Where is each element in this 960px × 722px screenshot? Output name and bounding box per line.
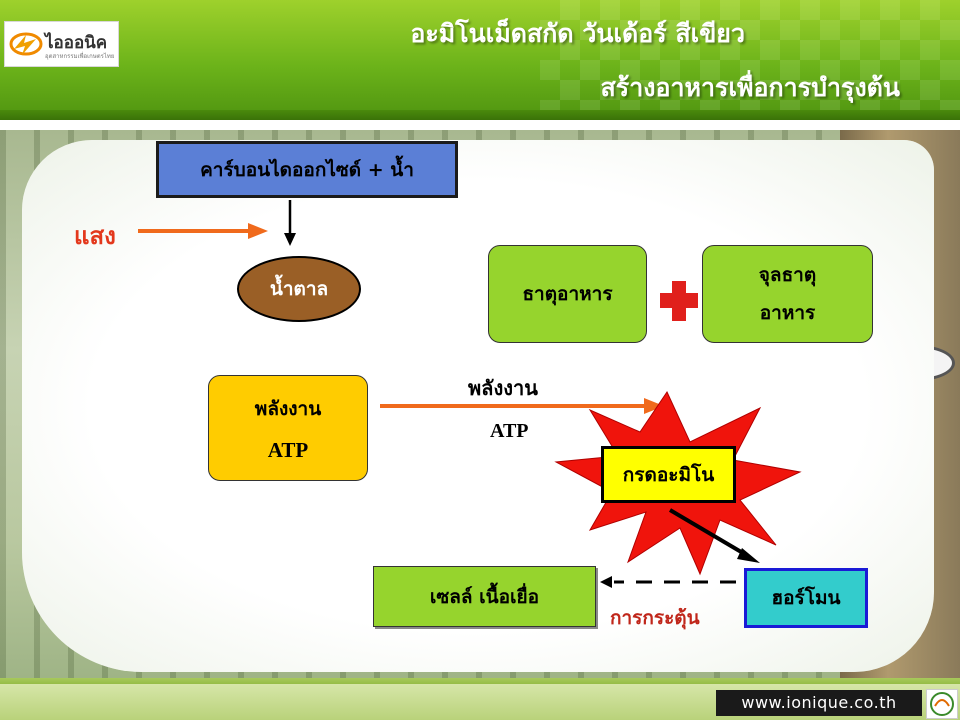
- logo-name: ไอออนิค: [45, 33, 108, 53]
- arrow-atp-label: ATP: [490, 420, 529, 442]
- hormone-label: ฮอร์โมน: [771, 587, 841, 609]
- sugar-label: น้ำตาล: [269, 278, 329, 300]
- light-arrow: [138, 223, 268, 239]
- website-url-box[interactable]: www.ionique.co.th: [716, 690, 922, 716]
- micronutrient-box: จุลธาตุ อาหาร: [702, 245, 873, 343]
- slide-title-line1: อะมิโนเม็ดสกัด วันเด้อร์ สีเขียว: [410, 19, 745, 48]
- header-pattern: [540, 0, 960, 120]
- co2-water-label: คาร์บอนไดออกไซด์ + น้ำ: [200, 158, 414, 181]
- stimulate-dashed-arrow: [600, 576, 736, 588]
- nutrient-box: ธาตุอาหาร: [488, 245, 647, 343]
- nutrient-label: ธาตุอาหาร: [522, 283, 613, 305]
- energy-atp-label: ATP: [267, 437, 309, 462]
- website-url[interactable]: www.ionique.co.th: [741, 693, 897, 712]
- footer-stripes: [0, 678, 960, 686]
- energy-atp-box: พลังงาน ATP: [208, 375, 368, 481]
- stimulate-label: การกระตุ้น: [610, 607, 700, 629]
- hormone-box: ฮอร์โมน: [744, 568, 868, 628]
- logo-swirl-icon: [9, 32, 43, 56]
- slide-title-line2: สร้างอาหารเพื่อการบำรุงต้น: [600, 73, 900, 102]
- energy-arrow: [380, 398, 664, 414]
- cell-tissue-box: เซลล์ เนื้อเยื่อ: [373, 566, 596, 627]
- energy-label: พลังงาน: [254, 397, 322, 420]
- co2-to-sugar-arrow: [284, 200, 296, 246]
- light-label: แสง: [74, 222, 116, 250]
- cell-tissue-label: เซลล์ เนื้อเยื่อ: [429, 585, 540, 608]
- arrow-energy-label: พลังงาน: [468, 376, 538, 400]
- plus-icon: [660, 281, 698, 321]
- header-banner: [0, 0, 960, 120]
- amino-to-hormone-arrow: [668, 508, 760, 563]
- header-bottom-band: [0, 110, 960, 120]
- company-logo: ไอออนิค อุตสาหกรรมเพื่อเกษตรไทย: [4, 21, 119, 67]
- micronutrient-label-line2: อาหาร: [759, 302, 816, 324]
- amino-acid-box: กรดอะมิโน: [601, 446, 736, 503]
- sugar-ellipse: น้ำตาล: [237, 256, 361, 322]
- logo-tagline: อุตสาหกรรมเพื่อเกษตรไทย: [45, 53, 115, 60]
- footer-logo-icon: [926, 689, 958, 719]
- micronutrient-label-line1: จุลธาตุ: [758, 264, 817, 286]
- co2-water-box: คาร์บอนไดออกไซด์ + น้ำ: [156, 141, 458, 198]
- amino-acid-label: กรดอะมิโน: [622, 463, 715, 486]
